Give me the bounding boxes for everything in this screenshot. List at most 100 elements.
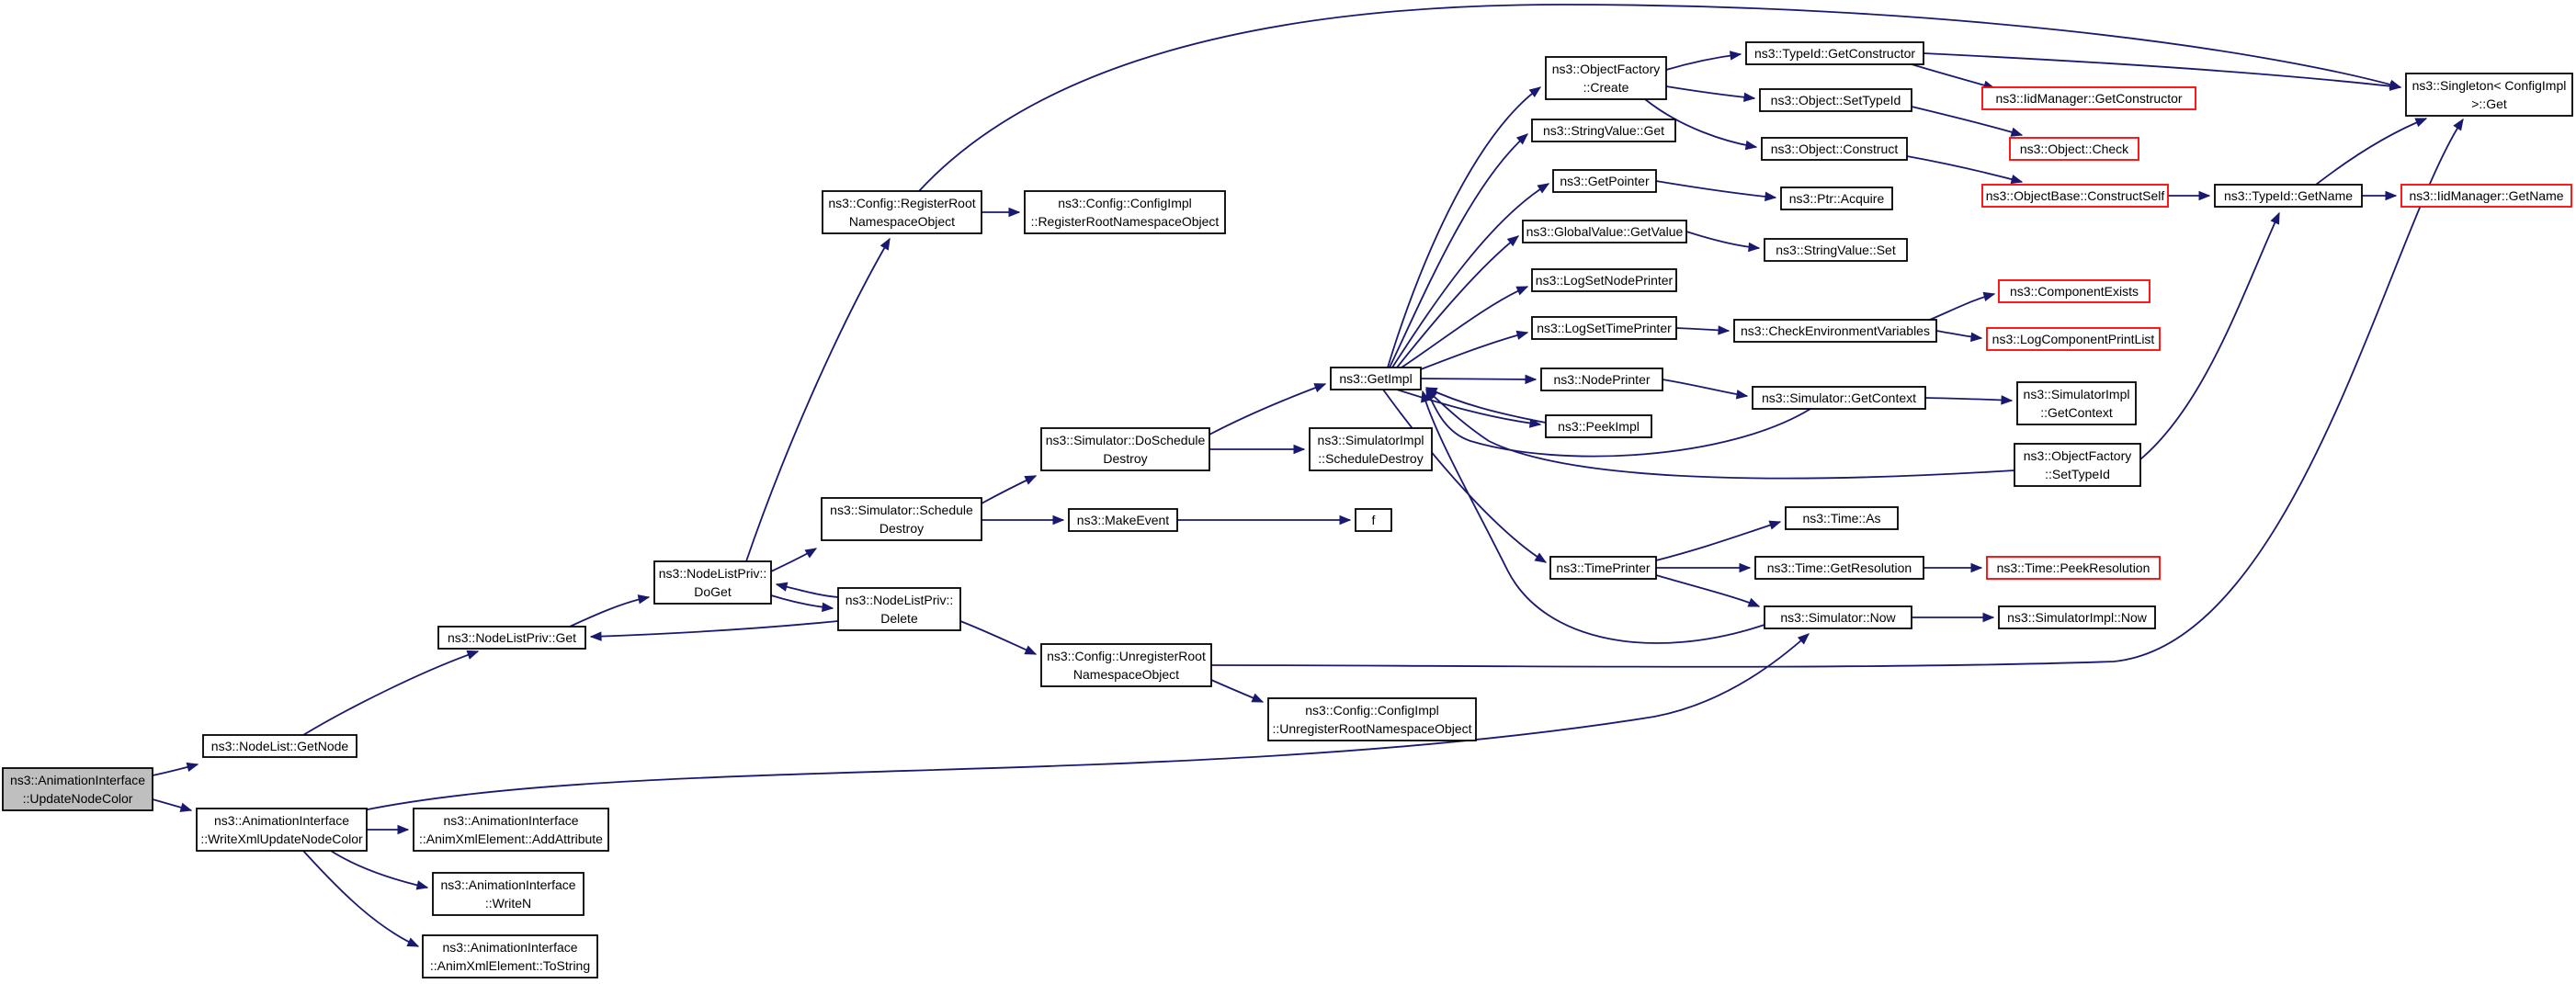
node-check-env[interactable]: ns3::CheckEnvironmentVariables xyxy=(1733,319,1937,343)
node-box[interactable] xyxy=(2,767,153,811)
node-box[interactable] xyxy=(1785,506,1899,530)
node-sim-now[interactable]: ns3::Simulator::Now xyxy=(1764,605,1912,629)
node-box[interactable] xyxy=(1549,556,1657,580)
node-nodelist-getnode[interactable]: ns3::NodeList::GetNode xyxy=(202,734,357,758)
node-box[interactable] xyxy=(1986,327,2161,351)
node-simimpl-getcontext[interactable]: ns3::SimulatorImpl::GetContext xyxy=(2016,381,2137,425)
node-box[interactable] xyxy=(2014,443,2141,487)
node-box[interactable] xyxy=(1545,414,1652,438)
node-box[interactable] xyxy=(822,190,982,234)
node-box[interactable] xyxy=(2405,73,2573,117)
node-box[interactable] xyxy=(1355,508,1392,532)
node-box[interactable] xyxy=(1780,187,1893,210)
node-box[interactable] xyxy=(1024,190,1226,234)
node-box[interactable] xyxy=(2214,184,2363,208)
node-box[interactable] xyxy=(1531,119,1676,142)
node-objbase-constructself[interactable]: ns3::ObjectBase::ConstructSelf xyxy=(1981,184,2169,208)
node-regroot[interactable]: ns3::Config::RegisterRootNamespaceObject xyxy=(822,190,982,234)
node-box[interactable] xyxy=(1759,88,1912,112)
node-box[interactable] xyxy=(1531,316,1677,340)
node-stringvalue-get[interactable]: ns3::StringValue::Get xyxy=(1531,119,1676,142)
node-typeid-getconstructor[interactable]: ns3::TypeId::GetConstructor xyxy=(1745,41,1924,65)
node-unreg[interactable]: ns3::Config::UnregisterRootNamespaceObje… xyxy=(1040,643,1212,687)
node-cfgimpl-unreg[interactable]: ns3::Config::ConfigImpl::UnregisterRootN… xyxy=(1267,697,1477,741)
node-iid-getconstructor[interactable]: ns3::IidManager::GetConstructor xyxy=(1981,86,2196,110)
node-delete[interactable]: ns3::NodeListPriv::Delete xyxy=(837,587,961,631)
node-objfactory-settypeid[interactable]: ns3::ObjectFactory::SetTypeId xyxy=(2014,443,2141,487)
node-box[interactable] xyxy=(653,560,772,605)
node-time-peekresolution[interactable]: ns3::Time::PeekResolution xyxy=(1986,556,2161,580)
node-componentexists[interactable]: ns3::ComponentExists xyxy=(1998,279,2150,303)
node-box[interactable] xyxy=(1745,41,1924,65)
node-box[interactable] xyxy=(1267,697,1477,741)
node-sched-destroy[interactable]: ns3::Simulator::ScheduleDestroy xyxy=(821,497,982,541)
node-box[interactable] xyxy=(1040,643,1212,687)
node-peekimpl[interactable]: ns3::PeekImpl xyxy=(1545,414,1652,438)
node-box[interactable] xyxy=(1309,427,1433,471)
node-globalvalue-getvalue[interactable]: ns3::GlobalValue::GetValue xyxy=(1522,220,1687,243)
node-object-settypeid[interactable]: ns3::Object::SetTypeId xyxy=(1759,88,1912,112)
node-box[interactable] xyxy=(1752,386,1926,410)
node-box[interactable] xyxy=(413,808,609,852)
node-f[interactable]: f xyxy=(1355,508,1392,532)
node-tostring[interactable]: ns3::AnimationInterface::AnimXmlElement:… xyxy=(422,934,598,978)
node-logcomponentprintlist[interactable]: ns3::LogComponentPrintList xyxy=(1986,327,2161,351)
node-box[interactable] xyxy=(422,934,598,978)
node-box[interactable] xyxy=(1981,86,2196,110)
node-iid-getname[interactable]: ns3::IidManager::GetName xyxy=(2400,184,2572,208)
node-getimpl[interactable]: ns3::GetImpl xyxy=(1330,367,1422,390)
node-box[interactable] xyxy=(1552,169,1657,193)
node-box[interactable] xyxy=(432,872,584,916)
node-box[interactable] xyxy=(1545,56,1667,100)
node-object-construct[interactable]: ns3::Object::Construct xyxy=(1761,137,1908,161)
node-root[interactable]: ns3::AnimationInterface::UpdateNodeColor xyxy=(2,767,153,811)
node-doget[interactable]: ns3::NodeListPriv::DoGet xyxy=(653,560,772,605)
node-nodeprinter[interactable]: ns3::NodePrinter xyxy=(1540,368,1663,391)
node-time-as[interactable]: ns3::Time::As xyxy=(1785,506,1899,530)
node-sim-getcontext[interactable]: ns3::Simulator::GetContext xyxy=(1752,386,1926,410)
node-box[interactable] xyxy=(1986,556,2161,580)
node-cfgimpl-reg[interactable]: ns3::Config::ConfigImpl::RegisterRootNam… xyxy=(1024,190,1226,234)
node-simimpl-now[interactable]: ns3::SimulatorImpl::Now xyxy=(1998,605,2156,629)
node-box[interactable] xyxy=(1981,184,2169,208)
node-singleton-get[interactable]: ns3::Singleton< ConfigImpl >::Get xyxy=(2405,73,2573,117)
node-logsettimeprinter[interactable]: ns3::LogSetTimePrinter xyxy=(1531,316,1677,340)
node-box[interactable] xyxy=(1764,238,1908,262)
node-box[interactable] xyxy=(1761,137,1908,161)
node-nlp-get[interactable]: ns3::NodeListPriv::Get xyxy=(437,626,586,650)
node-objfactory-create[interactable]: ns3::ObjectFactory::Create xyxy=(1545,56,1667,100)
node-box[interactable] xyxy=(1531,268,1677,292)
node-box[interactable] xyxy=(437,626,586,650)
node-box[interactable] xyxy=(1998,279,2150,303)
node-box[interactable] xyxy=(821,497,982,541)
node-box[interactable] xyxy=(1998,605,2156,629)
node-box[interactable] xyxy=(196,808,368,852)
node-box[interactable] xyxy=(1540,368,1663,391)
node-logsetnodeprinter[interactable]: ns3::LogSetNodePrinter xyxy=(1531,268,1677,292)
node-object-check[interactable]: ns3::Object::Check xyxy=(2009,137,2139,161)
node-typeid-getname[interactable]: ns3::TypeId::GetName xyxy=(2214,184,2363,208)
node-simimpl-sched-destroy[interactable]: ns3::SimulatorImpl::ScheduleDestroy xyxy=(1309,427,1433,471)
node-makeevent[interactable]: ns3::MakeEvent xyxy=(1068,508,1178,532)
node-getpointer[interactable]: ns3::GetPointer xyxy=(1552,169,1657,193)
node-box[interactable] xyxy=(2016,381,2137,425)
node-time-getresolution[interactable]: ns3::Time::GetResolution xyxy=(1754,556,1924,580)
node-box[interactable] xyxy=(202,734,357,758)
node-writen[interactable]: ns3::AnimationInterface::WriteN xyxy=(432,872,584,916)
node-box[interactable] xyxy=(1733,319,1937,343)
node-timeprinter[interactable]: ns3::TimePrinter xyxy=(1549,556,1657,580)
node-box[interactable] xyxy=(1040,427,1210,471)
node-box[interactable] xyxy=(2400,184,2572,208)
node-box[interactable] xyxy=(2009,137,2139,161)
node-box[interactable] xyxy=(1754,556,1924,580)
node-box[interactable] xyxy=(1068,508,1178,532)
node-box[interactable] xyxy=(1764,605,1912,629)
node-ptr-acquire[interactable]: ns3::Ptr::Acquire xyxy=(1780,187,1893,210)
node-box[interactable] xyxy=(1522,220,1687,243)
node-addattr[interactable]: ns3::AnimationInterface::AnimXmlElement:… xyxy=(413,808,609,852)
node-writexml[interactable]: ns3::AnimationInterface::WriteXmlUpdateN… xyxy=(196,808,368,852)
node-box[interactable] xyxy=(1330,367,1422,390)
node-stringvalue-set[interactable]: ns3::StringValue::Set xyxy=(1764,238,1908,262)
node-box[interactable] xyxy=(837,587,961,631)
